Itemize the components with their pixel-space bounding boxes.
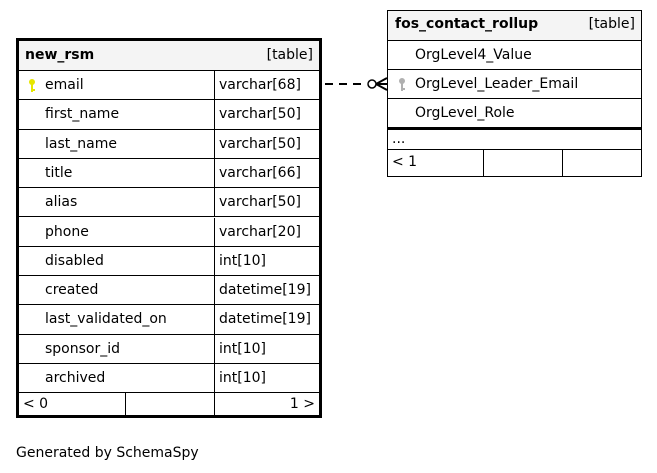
column-name: OrgLevel_Leader_Email xyxy=(415,76,579,92)
column-name: sponsor_id xyxy=(45,340,121,357)
column-type: varchar[66] xyxy=(219,164,301,181)
more-columns: ... xyxy=(388,128,641,150)
table-header: new_rsm [table] xyxy=(19,41,319,71)
column-name: phone xyxy=(45,223,89,240)
generated-by-label: Generated by SchemaSpy xyxy=(16,445,199,461)
column-type: varchar[68] xyxy=(219,77,301,93)
column-name: email xyxy=(45,77,84,93)
column-name: OrgLevel4_Value xyxy=(415,47,532,63)
table-footer: < 1 xyxy=(388,150,641,176)
column-row[interactable]: last_name varchar[50] xyxy=(19,129,319,159)
column-name: last_name xyxy=(45,135,117,152)
column-row[interactable]: first_name varchar[50] xyxy=(19,100,319,130)
column-name: OrgLevel_Role xyxy=(415,105,515,121)
column-row[interactable]: title varchar[66] xyxy=(19,158,319,189)
column-name: title xyxy=(45,164,73,181)
column-type: datetime[19] xyxy=(219,311,311,328)
zero-cardinality-icon xyxy=(367,79,377,89)
table-footer: < 0 1 > xyxy=(19,393,319,415)
table-new-rsm[interactable]: new_rsm [table] email varchar[68] first_na… xyxy=(16,38,322,418)
column-row[interactable]: phone varchar[20] xyxy=(19,217,319,247)
column-row[interactable]: OrgLevel_Role xyxy=(388,99,641,128)
table-fos-contact-rollup[interactable]: fos_contact_rollup [table] OrgLevel4_Val… xyxy=(387,10,642,177)
foreign-key-icon xyxy=(397,77,407,93)
column-row[interactable]: email varchar[68] xyxy=(19,71,319,101)
table-name: fos_contact_rollup xyxy=(395,16,539,32)
column-type: int[10] xyxy=(219,252,266,269)
column-name: archived xyxy=(45,370,106,386)
column-row[interactable]: OrgLevel4_Value xyxy=(388,41,641,70)
column-type: int[10] xyxy=(219,370,266,386)
column-name: first_name xyxy=(45,106,120,123)
table-header: fos_contact_rollup [table] xyxy=(388,11,641,41)
column-row[interactable]: created datetime[19] xyxy=(19,276,319,306)
footer-parents: < 0 xyxy=(23,396,49,412)
column-row[interactable]: OrgLevel_Leader_Email xyxy=(388,70,641,99)
footer-children: 1 > xyxy=(289,396,315,412)
column-type: datetime[19] xyxy=(219,282,311,299)
column-name: last_validated_on xyxy=(45,311,167,328)
footer-parents: < 1 xyxy=(392,154,418,170)
column-row[interactable]: sponsor_id int[10] xyxy=(19,334,319,364)
column-name: alias xyxy=(45,194,78,211)
column-name: disabled xyxy=(45,252,104,269)
table-name: new_rsm xyxy=(25,47,95,63)
table-kind: [table] xyxy=(266,47,313,63)
column-type: varchar[20] xyxy=(219,223,301,240)
column-row[interactable]: last_validated_on datetime[19] xyxy=(19,305,319,335)
column-type: varchar[50] xyxy=(219,194,301,211)
column-type: varchar[50] xyxy=(219,135,301,152)
column-row[interactable]: alias varchar[50] xyxy=(19,188,319,218)
column-type: int[10] xyxy=(219,340,266,357)
relationship-connector xyxy=(325,77,388,91)
column-row[interactable]: archived int[10] xyxy=(19,364,319,394)
table-kind: [table] xyxy=(588,16,635,32)
column-row[interactable]: disabled int[10] xyxy=(19,246,319,277)
column-name: created xyxy=(45,282,99,299)
column-type: varchar[50] xyxy=(219,106,301,123)
crows-foot-icon xyxy=(375,77,388,91)
primary-key-icon xyxy=(27,78,37,94)
